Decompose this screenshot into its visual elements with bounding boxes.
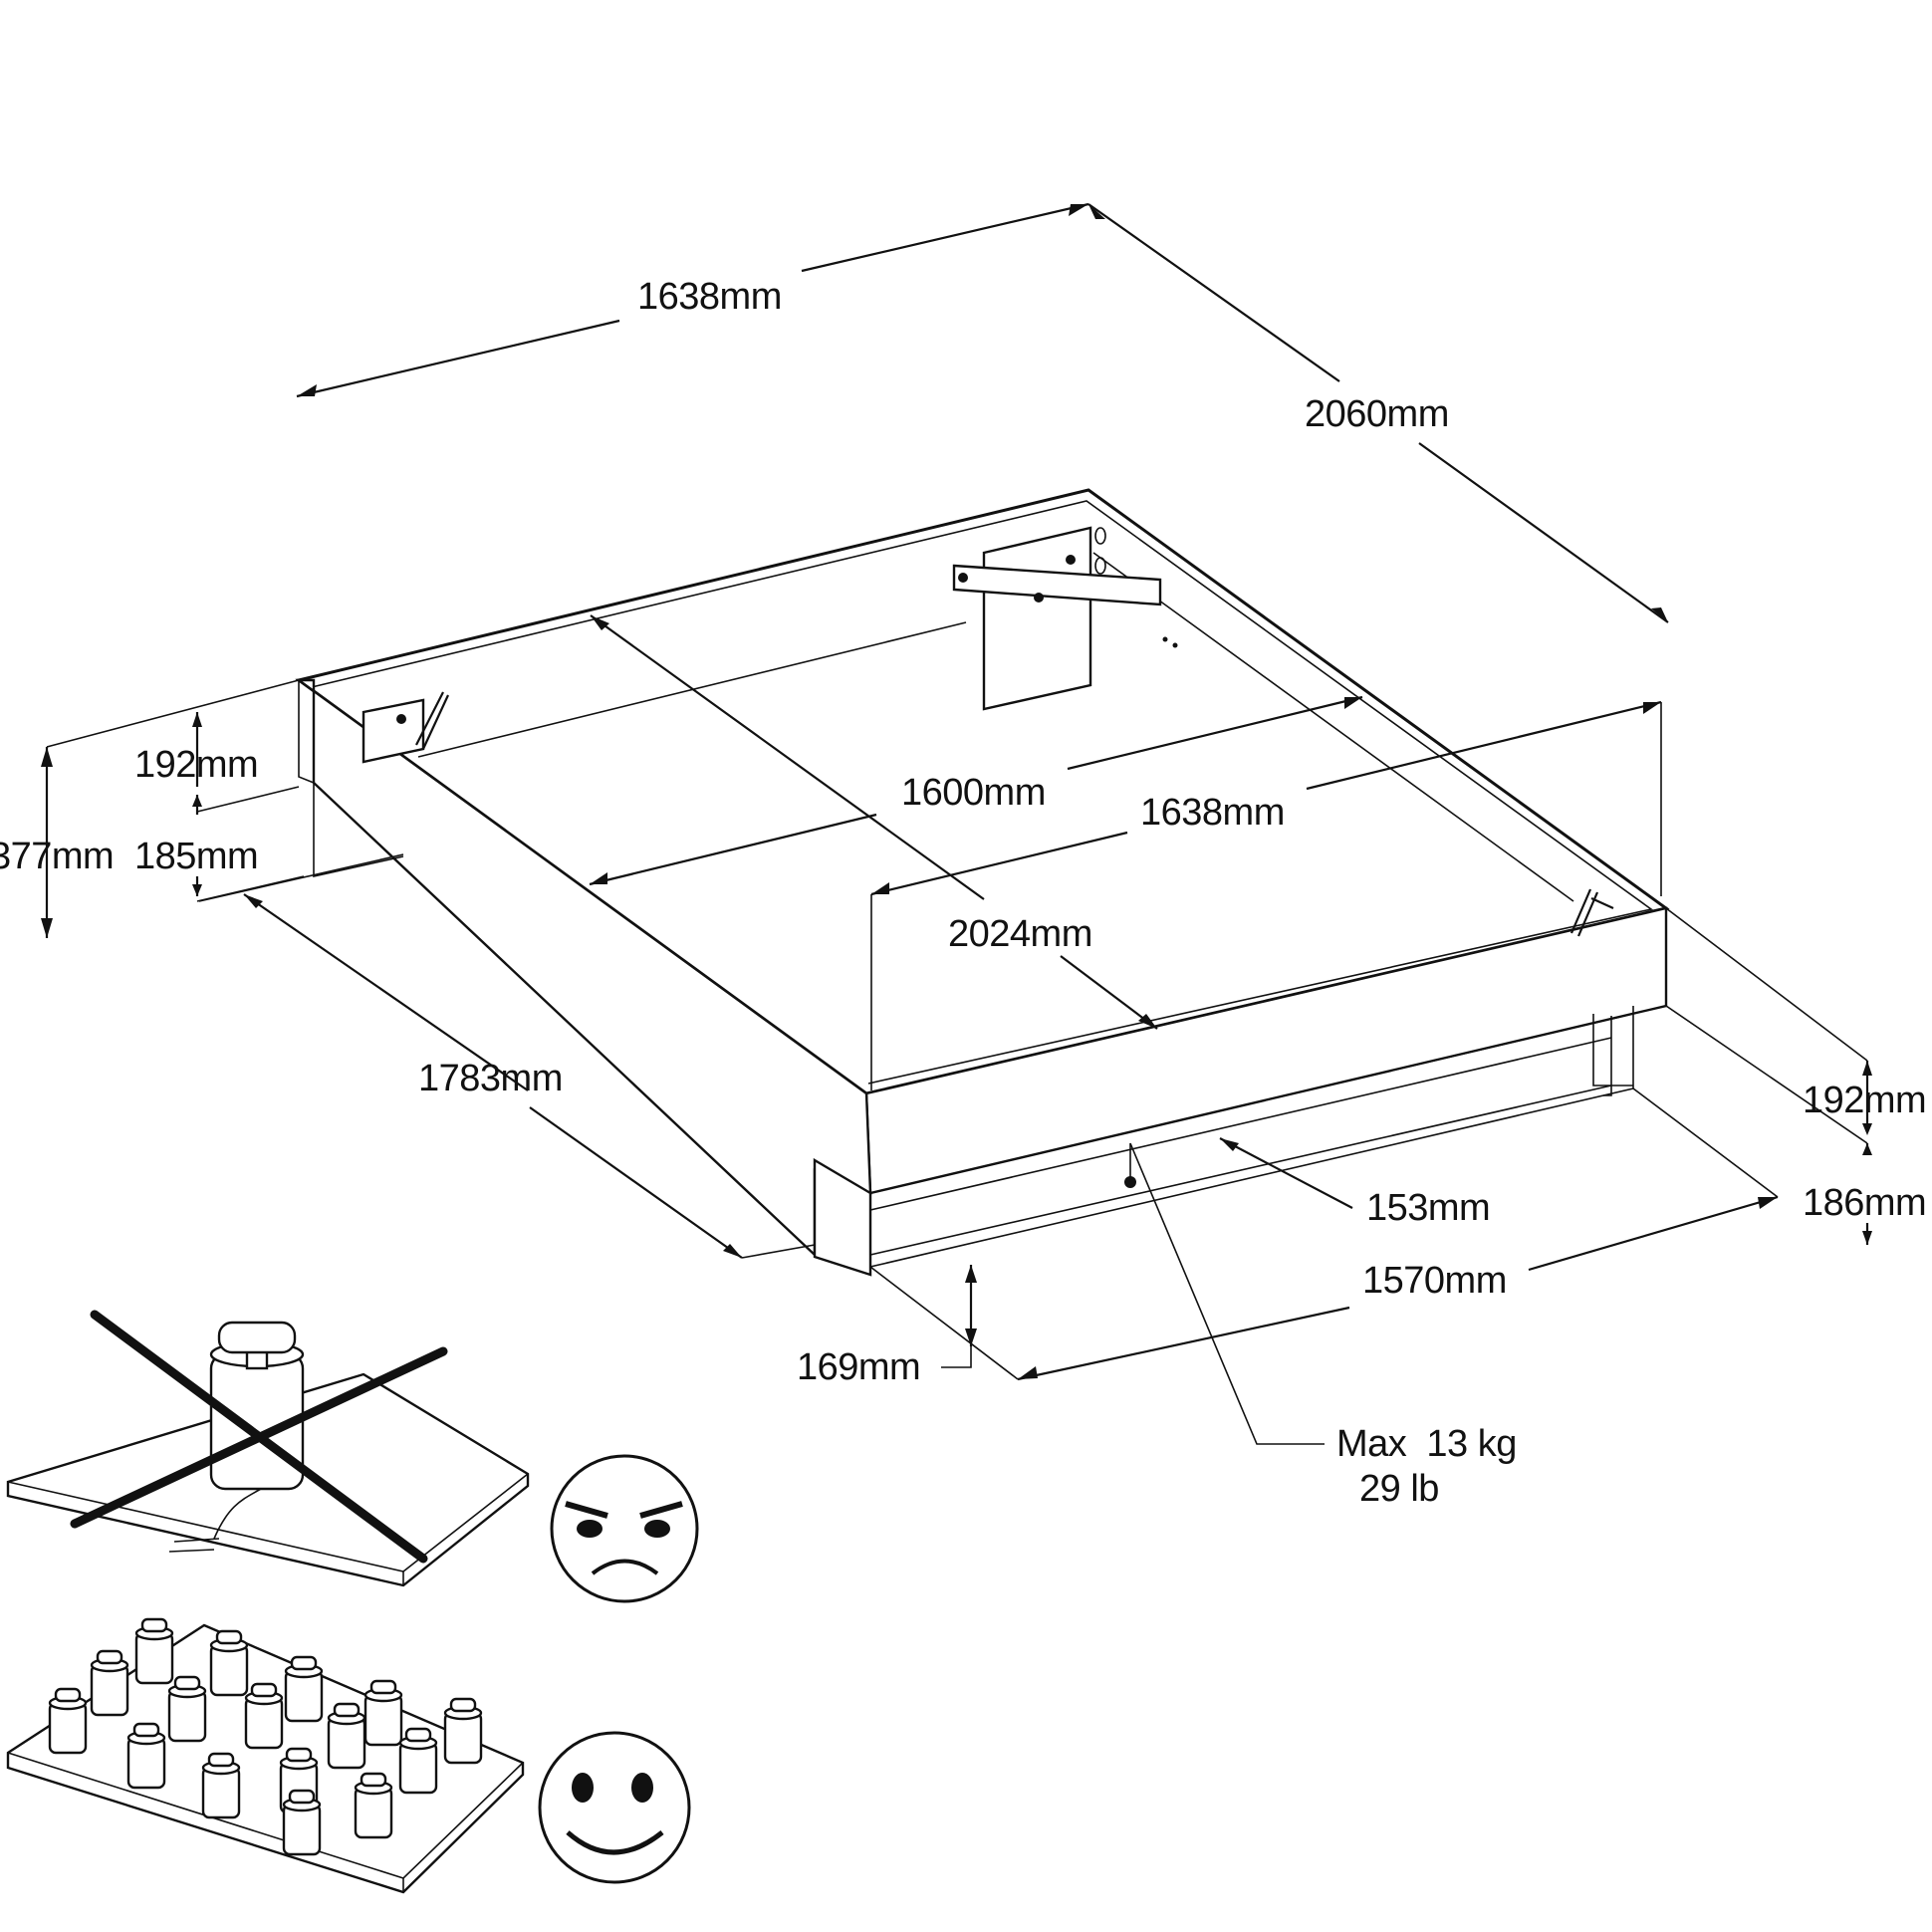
small-weight [209, 1629, 249, 1697]
label-inner-length: 2024mm [948, 913, 1092, 955]
single-heavy-weight-crossed-icon [6, 1310, 530, 1587]
label-base-width: 1570mm [1362, 1260, 1507, 1302]
cross-line-b [70, 1346, 448, 1529]
label-leg-height: 169mm [797, 1346, 920, 1388]
small-weight [443, 1697, 483, 1765]
left-corner-bracket [362, 698, 425, 764]
small-weight [282, 1789, 322, 1856]
small-weight [354, 1772, 393, 1839]
small-weight [363, 1679, 403, 1747]
label-max-load-lb: 29 lb [1359, 1468, 1439, 1510]
plinth-front-left [813, 1157, 872, 1277]
label-base-length: 1783mm [418, 1058, 563, 1099]
distributed-weights-icon [6, 1617, 525, 1894]
angry-face-icon [550, 1454, 699, 1603]
frame-inner-lip [311, 500, 1653, 1085]
label-inner-width: 1600mm [901, 772, 1046, 814]
small-weight [201, 1752, 241, 1819]
frame-left-panel [295, 678, 872, 1258]
label-right-upper-height: 192mm [1803, 1080, 1926, 1121]
label-left-upper-height: 192mm [134, 744, 258, 786]
small-weight [284, 1655, 324, 1723]
small-weight [48, 1687, 88, 1755]
label-right-lower-height: 186mm [1803, 1182, 1926, 1224]
center-support [982, 526, 1092, 711]
small-weight [90, 1649, 129, 1717]
small-weight [167, 1675, 207, 1743]
small-weight [327, 1702, 366, 1770]
label-inner-width-outer: 1638mm [1140, 792, 1285, 834]
small-weight [398, 1727, 438, 1795]
plinth-right [869, 1012, 1634, 1268]
small-weight [126, 1722, 166, 1790]
dimension-labels: 1638mm 2060mm 192mm 185mm 377mm 1600mm 1… [0, 276, 1927, 1510]
bed-frame [295, 488, 1670, 1277]
center-bracket [952, 564, 1162, 606]
smiling-face-icon [538, 1731, 691, 1884]
small-weight [134, 1617, 174, 1685]
label-drawer-gap: 153mm [1366, 1187, 1490, 1229]
plinth-left [313, 783, 404, 877]
dimension-lines [41, 202, 1872, 1445]
label-left-total-height: 377mm [0, 836, 114, 877]
label-left-lower-height: 185mm [134, 836, 258, 877]
small-weight [244, 1682, 284, 1750]
label-top-length: 2060mm [1305, 393, 1449, 435]
label-max-load-kg: Max 13 kg [1336, 1423, 1517, 1465]
label-top-width: 1638mm [637, 276, 782, 318]
